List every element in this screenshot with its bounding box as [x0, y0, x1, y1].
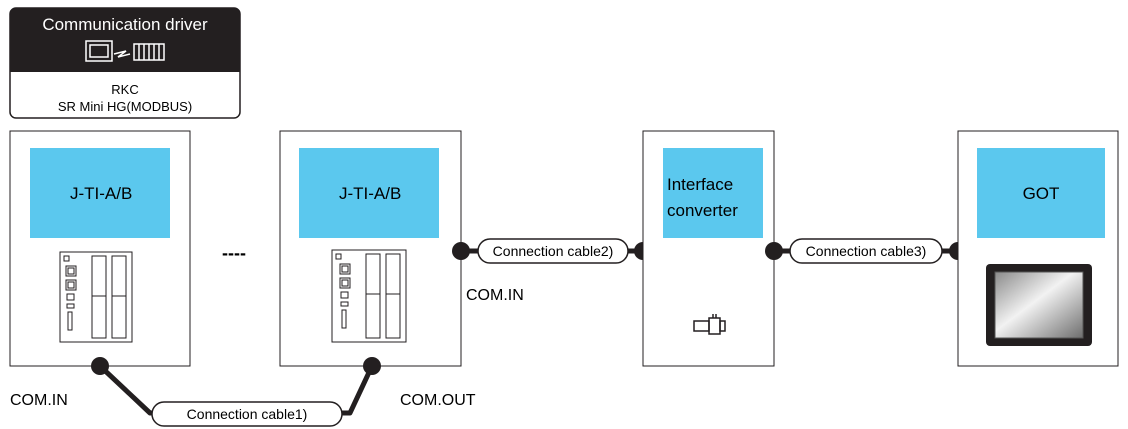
- device-2-label-box: [299, 148, 439, 238]
- com-out-port-label: COM.OUT: [400, 392, 476, 409]
- device-2: J-TI-A/B: [279, 130, 470, 375]
- device-1-label-box: [30, 148, 170, 238]
- connection-cable-1: Connection cable1): [98, 364, 375, 427]
- cable-2-label-box: [477, 238, 629, 264]
- driver-block-header-bg: [10, 8, 240, 72]
- cable-2-label: Connection cable2): [493, 243, 614, 259]
- more-devices-ellipsis: ----: [222, 243, 246, 263]
- driver-header-text: Communication driver: [42, 15, 208, 34]
- driver-model-text: SR Mini HG(MODBUS): [58, 99, 192, 114]
- controller-module-icon: [331, 249, 407, 343]
- device-1: J-TI-A/B: [9, 130, 191, 375]
- cable-1-label-box: [151, 401, 343, 427]
- got-device: GOT: [957, 130, 1119, 367]
- connection-cable-2: Connection cable2): [461, 238, 652, 264]
- com-in-port-label-left: COM.IN: [10, 392, 68, 409]
- cable-3-label-box: [789, 238, 943, 264]
- driver-maker-text: RKC: [111, 82, 138, 97]
- got-label: GOT: [1023, 184, 1060, 203]
- cable-3-label: Connection cable3): [806, 243, 927, 259]
- converter-label-line2: converter: [667, 201, 738, 220]
- connector-plug-icon: [693, 314, 726, 335]
- controller-module-icon: [59, 251, 133, 343]
- converter-label-line1: Interface: [667, 175, 733, 194]
- com-in-port-dot: [91, 357, 109, 375]
- device-2-label: J-TI-A/B: [339, 184, 401, 203]
- pc-to-device-communication-icon: [85, 40, 165, 62]
- interface-converter: Interface converter: [642, 130, 783, 367]
- converter-label-box: [663, 148, 763, 238]
- communication-driver-block: Communication driver RKC SR Mini HG(MODB…: [9, 7, 241, 119]
- connection-cable-3: Connection cable3): [774, 238, 967, 264]
- device-1-label: J-TI-A/B: [70, 184, 132, 203]
- got-screen-icon: [986, 264, 1092, 346]
- com-out-port-dot: [363, 357, 381, 375]
- cable-1-label: Connection cable1): [187, 406, 308, 422]
- com-in-port-label-right: COM.IN: [466, 287, 524, 304]
- got-label-box: [977, 148, 1105, 238]
